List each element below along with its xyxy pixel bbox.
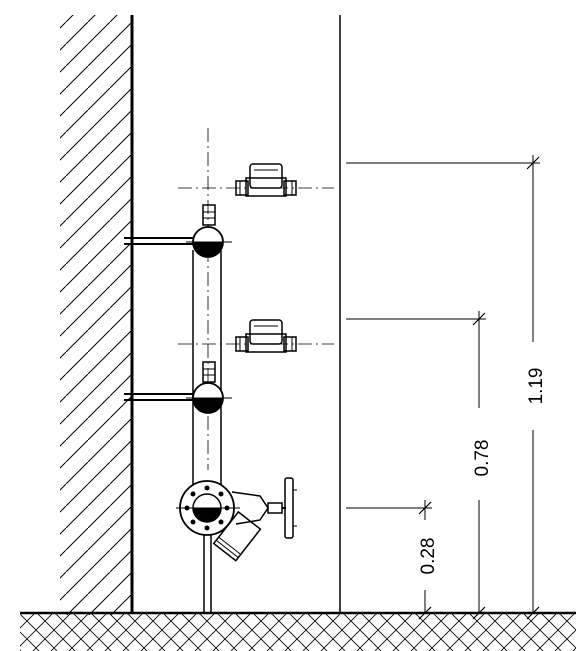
fitting-upper [186,204,232,258]
dimension-0-28: 0.28 [346,500,439,620]
wall-bracket-upper [124,237,194,245]
flange-valve-assembly [176,477,297,562]
dimension-label-1-19: 1.19 [526,368,547,405]
water-meter-lower [235,319,297,353]
riser-pipe [192,250,222,613]
dimension-label-0-78: 0.78 [472,440,493,477]
dimension-label-0-28: 0.28 [418,538,439,575]
ground [20,611,576,651]
water-meter-upper [235,163,297,197]
dimension-1-19: 1.19 [346,155,547,620]
dimension-0-78: 0.78 [346,311,493,620]
wall [60,15,134,615]
fitting-lower [186,361,232,414]
wall-bracket-lower [124,393,194,401]
